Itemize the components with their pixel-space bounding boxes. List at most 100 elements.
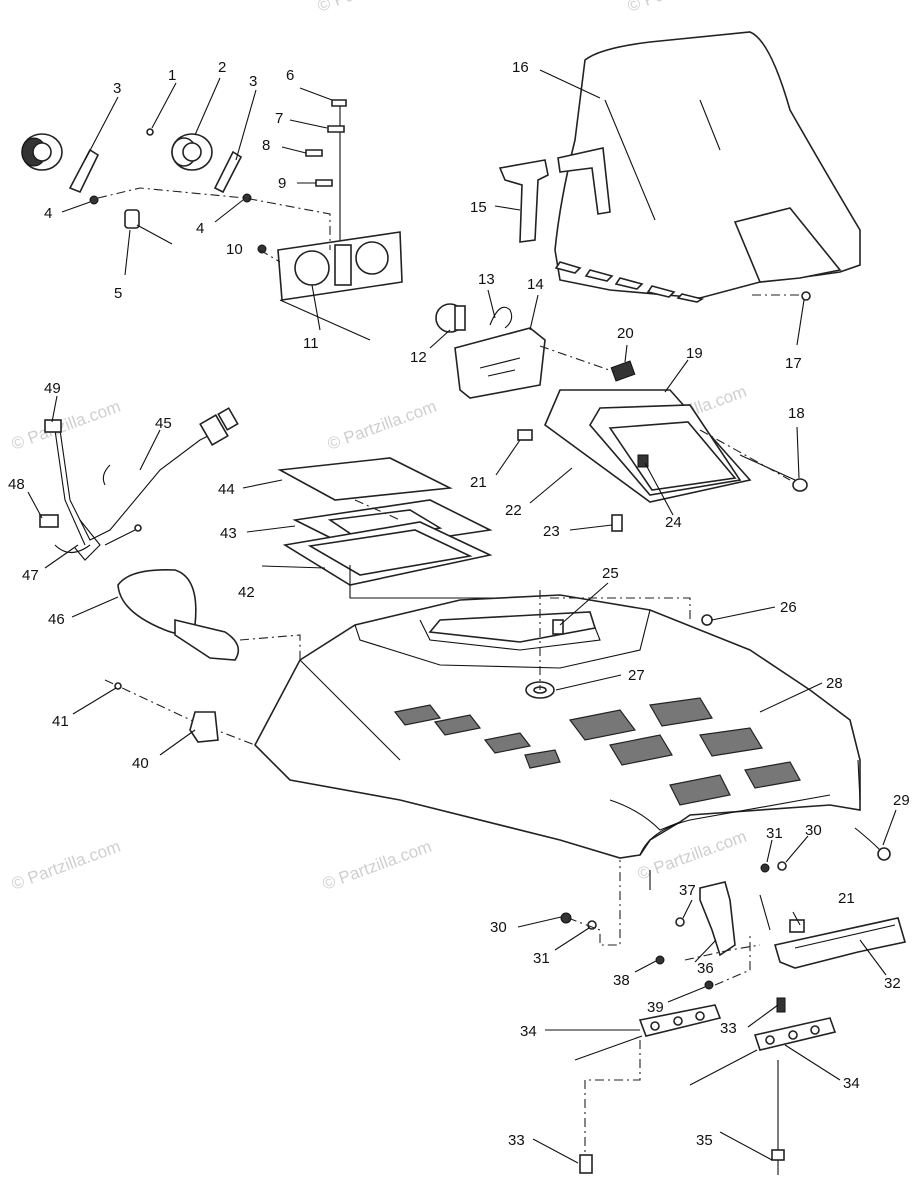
callout-label: 4: [44, 205, 52, 222]
callout-label: 13: [478, 271, 495, 288]
callout-label: 31: [533, 950, 550, 967]
callout-label: 22: [505, 502, 522, 519]
dash-frame[interactable]: [282, 521, 493, 586]
callout-label: 26: [780, 599, 797, 616]
hood-tether[interactable]: [854, 827, 891, 861]
callout-label: 2: [218, 59, 226, 76]
callout-label: 3: [249, 73, 257, 90]
callout-label: 39: [647, 999, 664, 1016]
gauge-nut-left[interactable]: [89, 195, 99, 205]
windshield-rivet[interactable]: [801, 291, 811, 301]
right-gauge[interactable]: [171, 133, 213, 171]
callout-label: 4: [196, 220, 204, 237]
gauge-bracket-right[interactable]: [213, 150, 243, 194]
callout-label: 14: [527, 276, 544, 293]
callout-label: 20: [617, 325, 634, 342]
hood-screw-right[interactable]: [701, 614, 713, 626]
hinge-screw[interactable]: [675, 917, 685, 927]
skid-stud[interactable]: [771, 1060, 785, 1175]
gauge-wire-harness[interactable]: [305, 99, 347, 250]
hood-latch-bracket[interactable]: [189, 711, 219, 743]
front-bumper[interactable]: [773, 917, 907, 969]
windshield[interactable]: [554, 31, 861, 303]
callout-label: 24: [665, 514, 682, 531]
skid-plate-right[interactable]: [689, 1017, 837, 1086]
hood-rivet[interactable]: [114, 682, 122, 690]
callout-label: 11: [303, 335, 319, 352]
callout-label: 38: [613, 972, 630, 989]
callout-label: 34: [520, 1023, 537, 1040]
callout-label: 40: [132, 755, 149, 772]
callout-label: 44: [218, 481, 235, 498]
wiring-harness[interactable]: [39, 407, 239, 561]
callout-label: 5: [114, 285, 122, 302]
callout-label: 21: [838, 890, 855, 907]
dash-pad-top[interactable]: [277, 457, 453, 501]
watermark-text: © Partzilla.com: [325, 397, 439, 454]
callout-label: 25: [602, 565, 619, 582]
headlight-bulb[interactable]: [435, 303, 466, 333]
callout-label: 32: [884, 975, 901, 992]
cowl-grommet[interactable]: [517, 429, 533, 441]
callout-label: 34: [843, 1075, 860, 1092]
hood-hinge-bracket[interactable]: [699, 881, 736, 957]
callout-label: 46: [48, 611, 65, 628]
callouts: 1 2 3 3 4 4 5 6 7 8 9 10 11 12 13 14 15 …: [8, 59, 910, 1164]
hinge-nut[interactable]: [655, 955, 665, 965]
headlight-housing[interactable]: [454, 327, 546, 399]
headlight-cowl[interactable]: [544, 389, 752, 503]
callout-label: 29: [893, 792, 910, 809]
hood-screw-top[interactable]: [552, 619, 564, 635]
callout-label: 43: [220, 525, 237, 542]
callout-label: 19: [686, 345, 703, 362]
washer-left-b[interactable]: [587, 920, 597, 930]
callout-label: 37: [679, 882, 696, 899]
callout-label: 16: [512, 59, 529, 76]
washer-left-a[interactable]: [560, 912, 572, 924]
left-gauge[interactable]: [21, 133, 63, 171]
gauge-bracket-left[interactable]: [68, 148, 100, 194]
bumper-pin[interactable]: [759, 894, 771, 931]
callout-label: 12: [410, 349, 427, 366]
cowl-clip[interactable]: [637, 454, 649, 468]
headlight-spring[interactable]: [610, 360, 636, 382]
gauge-plate[interactable]: [277, 231, 403, 301]
callout-label: 6: [286, 67, 294, 84]
washer-right-b[interactable]: [777, 861, 787, 871]
callout-label: 30: [805, 822, 822, 839]
callout-label: 35: [696, 1132, 713, 1149]
rear-view-mirror[interactable]: [117, 568, 240, 661]
callout-label: 33: [508, 1132, 525, 1149]
watermark-text: © Partzilla.com: [9, 397, 123, 454]
callout-label: 36: [697, 960, 714, 977]
callout-label: 41: [52, 713, 69, 730]
callout-label: 47: [22, 567, 39, 584]
callout-label: 28: [826, 675, 843, 692]
callout-label: 21: [470, 474, 487, 491]
callout-label: 45: [155, 415, 172, 432]
cowl-screw[interactable]: [611, 514, 623, 532]
cowl-bolt[interactable]: [739, 454, 808, 492]
gauge-bulb-socket[interactable]: [124, 209, 173, 245]
callout-label: 49: [44, 380, 61, 397]
skid-bolt-bottom[interactable]: [579, 1154, 593, 1174]
headlight-wire[interactable]: [489, 306, 513, 329]
callout-label: 33: [720, 1020, 737, 1037]
plate-screw[interactable]: [257, 244, 267, 254]
watermark-text: © Partzilla.com: [9, 837, 123, 894]
callout-label: 10: [226, 241, 243, 258]
callout-label: 17: [785, 355, 802, 372]
callout-label: 42: [238, 584, 255, 601]
bumper-nut[interactable]: [704, 980, 714, 990]
skid-bolt-top[interactable]: [776, 997, 786, 1013]
washer-right-a[interactable]: [760, 863, 770, 873]
windshield-trim[interactable]: [498, 147, 611, 243]
hood[interactable]: [254, 594, 861, 859]
gauge-assembly: [21, 99, 403, 341]
skid-plate-left[interactable]: [574, 1004, 722, 1061]
callout-label: 18: [788, 405, 805, 422]
gauge-pin[interactable]: [146, 128, 154, 136]
callout-label: 30: [490, 919, 507, 936]
callout-label: 7: [275, 110, 283, 127]
